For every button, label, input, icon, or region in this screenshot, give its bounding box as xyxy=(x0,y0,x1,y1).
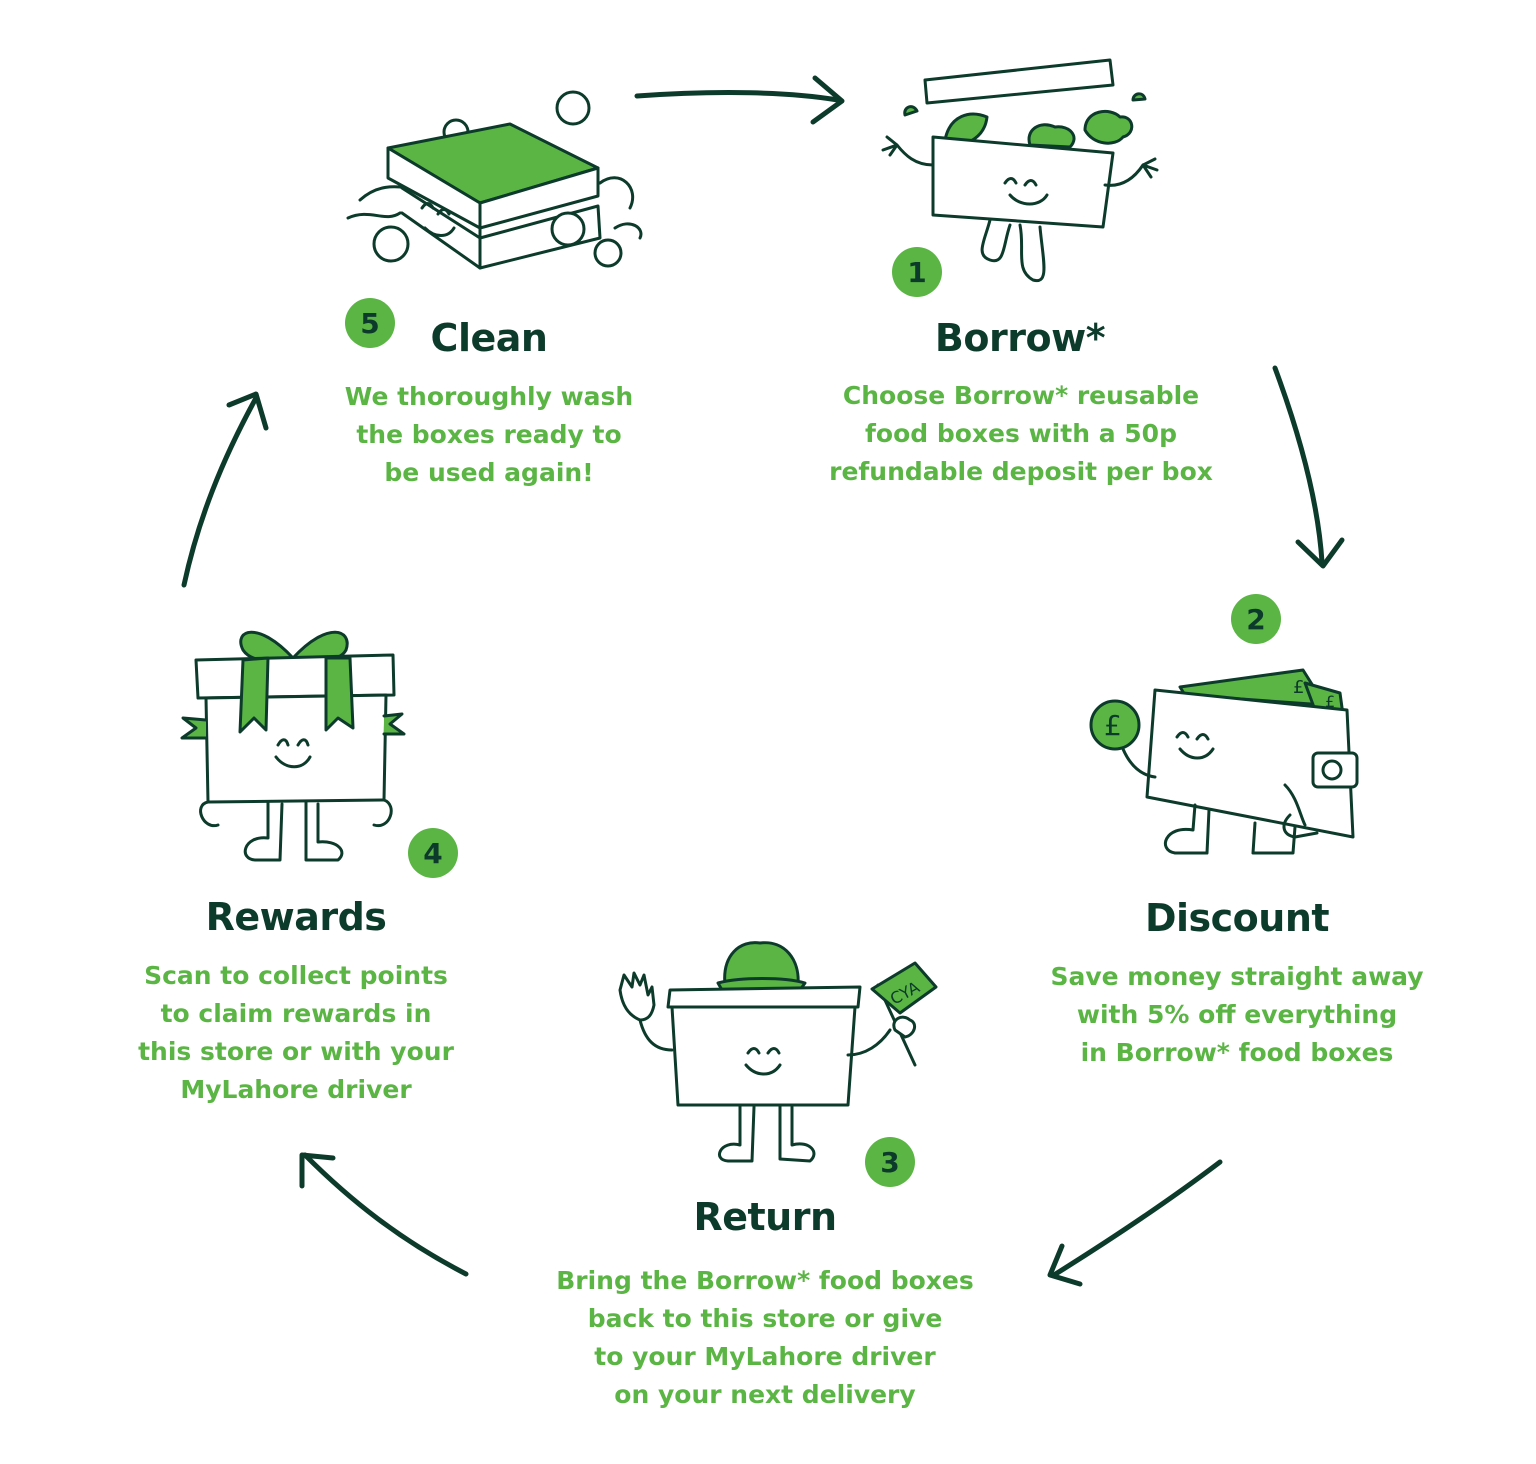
step-2-line-1: Save money straight away xyxy=(1050,962,1424,991)
step-5-description: We thoroughly wash the boxes ready to be… xyxy=(345,378,633,492)
step-4-description: Scan to collect points to claim rewards … xyxy=(138,957,454,1109)
step-2-badge: 2 xyxy=(1231,594,1281,644)
waving-box-character-icon: CYA xyxy=(618,941,938,1163)
step-2-description: Save money straight away with 5% off eve… xyxy=(1050,958,1423,1072)
gift-box-character-icon xyxy=(180,630,406,862)
step-1-line-1: Choose Borrow* reusable xyxy=(842,381,1200,410)
step-5-line-2: the boxes ready to xyxy=(356,420,622,449)
step-4-line-4: MyLahore driver xyxy=(180,1075,412,1104)
step-4-line-3: this store or with your xyxy=(138,1037,454,1066)
arrow-discount-to-return xyxy=(1047,1159,1223,1287)
wallet-character-icon: £ £ £ xyxy=(1089,668,1359,855)
step-4-badge: 4 xyxy=(408,828,458,878)
step-2-title: Discount xyxy=(1144,896,1330,940)
step-2-line-2: with 5% off everything xyxy=(1076,1000,1398,1029)
step-3-line-3: to your MyLahore driver xyxy=(594,1342,936,1371)
step-5-badge: 5 xyxy=(345,298,395,348)
arrow-rewards-to-clean xyxy=(181,391,269,588)
step-4-line-1: Scan to collect points xyxy=(144,961,448,990)
step-5-line-3: be used again! xyxy=(384,458,594,487)
step-3-line-4: on your next delivery xyxy=(614,1380,916,1409)
step-3-badge: 3 xyxy=(865,1137,915,1187)
step-1-title: Borrow* xyxy=(934,316,1106,360)
step-4-title: Rewards xyxy=(205,895,387,939)
arrow-clean-to-borrow xyxy=(634,75,845,125)
step-2-line-3: in Borrow* food boxes xyxy=(1080,1038,1394,1067)
step-5-title: Clean xyxy=(430,316,548,360)
step-4-line-2: to claim rewards in xyxy=(160,999,432,1028)
step-3-line-1: Bring the Borrow* food boxes xyxy=(556,1266,974,1295)
arrow-return-to-rewards xyxy=(299,1152,469,1277)
pound-symbol-2: £ xyxy=(1325,692,1335,711)
pound-symbol-1: £ xyxy=(1293,677,1304,698)
step-1-line-3: refundable deposit per box xyxy=(829,457,1213,486)
step-1-badge: 1 xyxy=(892,247,942,297)
step-5-line-1: We thoroughly wash xyxy=(344,382,634,411)
step-1-description: Choose Borrow* reusable food boxes with … xyxy=(829,377,1213,491)
coin-pound-symbol: £ xyxy=(1104,709,1122,742)
step-3-title: Return xyxy=(693,1195,837,1239)
step-1-line-2: food boxes with a 50p xyxy=(865,419,1177,448)
food-box-character-icon xyxy=(881,58,1159,283)
washing-box-character-icon xyxy=(346,90,643,270)
step-3-description: Bring the Borrow* food boxes back to thi… xyxy=(556,1262,974,1414)
step-3-line-2: back to this store or give xyxy=(587,1304,943,1333)
arrow-borrow-to-discount xyxy=(1272,365,1345,569)
